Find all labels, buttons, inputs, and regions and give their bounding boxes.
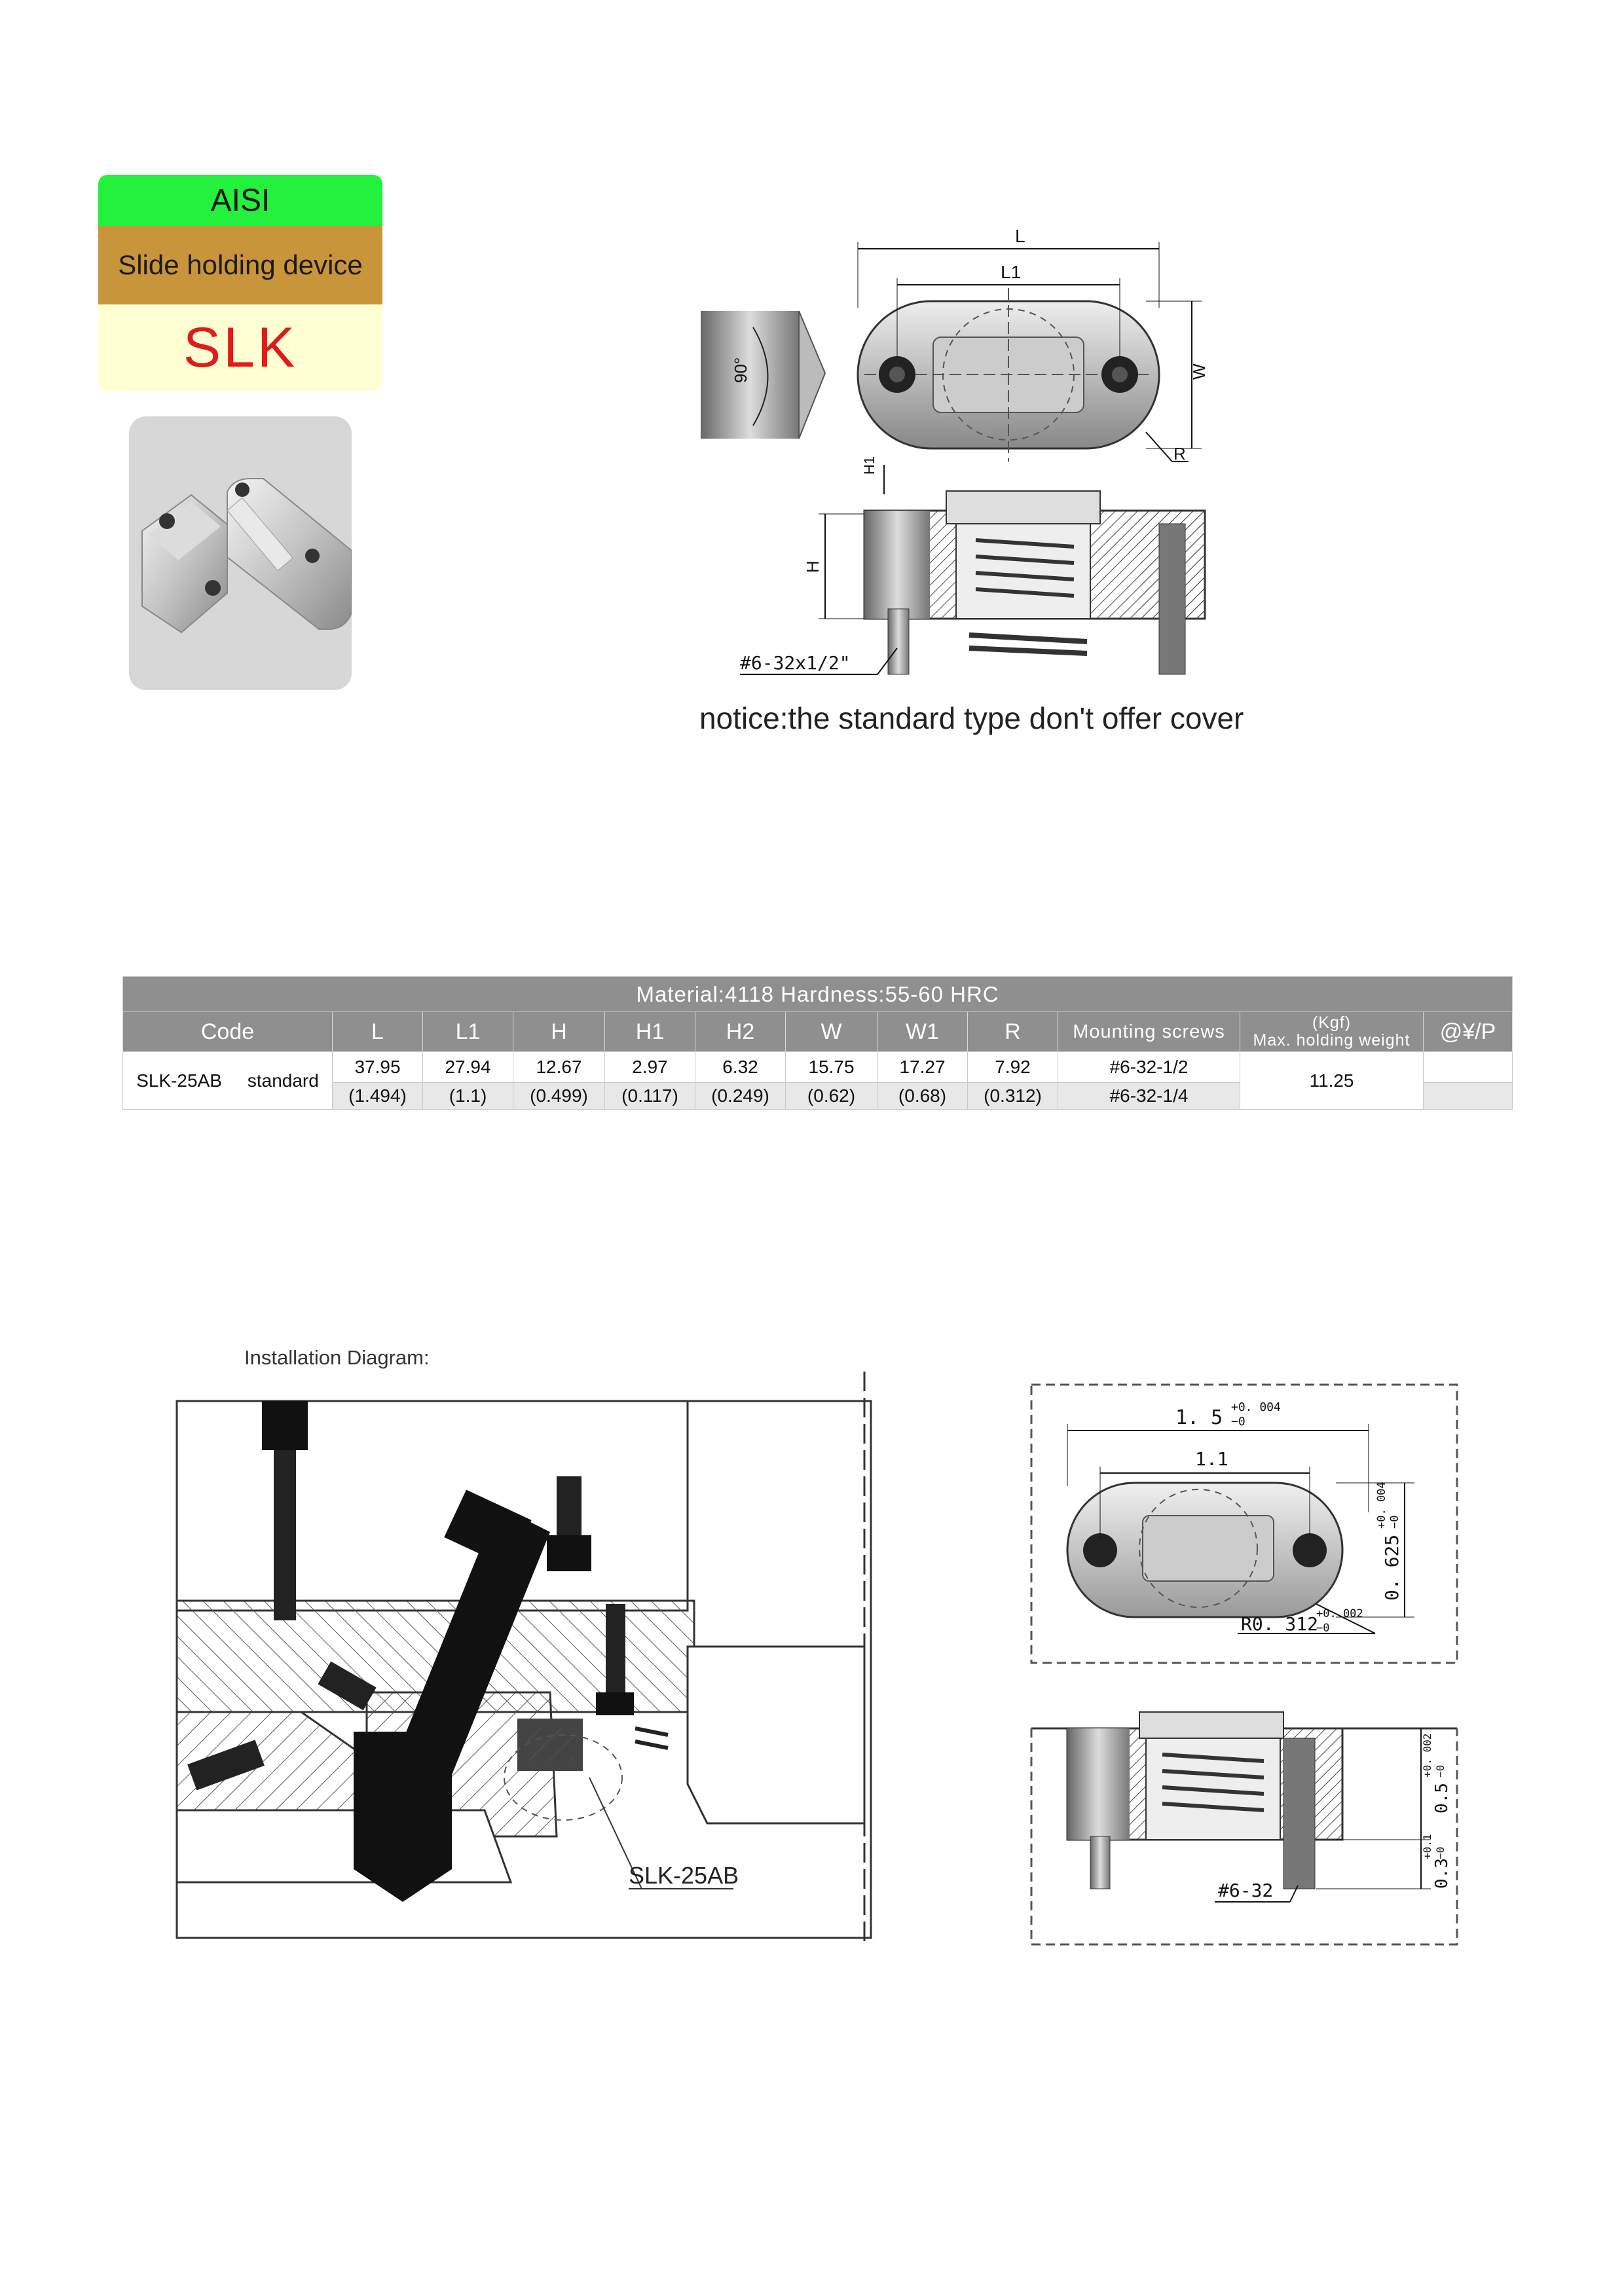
header-price: @¥/P [1422, 1011, 1513, 1052]
dim-width-tol-plus: +0. 004 [1375, 1482, 1388, 1529]
cell-L1-imperial: (1.1) [422, 1082, 513, 1110]
dim-H-label: H [803, 560, 822, 573]
spec-table: Material:4118 Hardness:55-60 HRC Code L … [122, 976, 1513, 1110]
angle-label: 90° [731, 357, 750, 383]
header-weight-label: Max. holding weight [1253, 1031, 1411, 1049]
cell-W1-imperial: (0.68) [877, 1082, 968, 1110]
header-L: L [332, 1011, 423, 1052]
product-badge: AISI Slide holding device SLK [98, 175, 382, 391]
pocket-screw-callout: #6-32 [1218, 1880, 1273, 1901]
dim-outer-tol-plus: +0. 004 [1231, 1400, 1281, 1414]
dim-radius-tol-minus: −0 [1316, 1622, 1329, 1635]
code-type: standard [247, 1070, 319, 1091]
dim-inner: 1.1 [1195, 1448, 1228, 1470]
header-R: R [967, 1011, 1058, 1052]
cell-R-imperial: (0.312) [967, 1082, 1058, 1110]
dim-depth2: 0.3 [1432, 1858, 1452, 1889]
dim-radius-tol-plus: +0. 002 [1316, 1607, 1363, 1620]
header-mounting-screws: Mounting screws [1058, 1011, 1240, 1052]
cell-H2-metric: 6.32 [695, 1051, 786, 1083]
dim-outer-tol-minus: −0 [1231, 1415, 1246, 1429]
header-code: Code [122, 1011, 333, 1052]
dim-radius: R0. 312 [1241, 1613, 1318, 1635]
cell-L1-metric: 27.94 [422, 1051, 513, 1083]
table-row-code: SLK-25AB standard [122, 1051, 333, 1110]
header-H: H [513, 1011, 605, 1052]
dim-W-label: W [1189, 363, 1209, 380]
pocket-section-drawing: 0.5 +0. 002 −0 0.3 +0.1 −0 #6-32 [1030, 1711, 1458, 1946]
cell-screws-imperial: #6-32-1/4 [1058, 1082, 1240, 1110]
dim-H1-label: H1 [861, 456, 877, 475]
pocket-plan-drawing: 1. 5 +0. 004 −0 1.1 0. 625 +0. 004 −0 R0… [1030, 1383, 1458, 1664]
cell-screws-metric: #6-32-1/2 [1058, 1051, 1240, 1083]
cell-H2-imperial: (0.249) [695, 1082, 786, 1110]
header-weight-unit: (Kgf) [1312, 1013, 1352, 1032]
cell-price-2 [1422, 1082, 1513, 1110]
dim-depth1-tol-minus: −0 [1434, 1765, 1447, 1777]
installation-title: Installation Diagram: [244, 1346, 430, 1369]
dim-width-tol-minus: −0 [1388, 1516, 1401, 1529]
dim-R-label: R [1173, 444, 1186, 464]
dim-L1-label: L1 [1001, 262, 1021, 282]
cell-price-1 [1422, 1051, 1513, 1083]
dim-depth1-tol-plus: +0. 002 [1421, 1734, 1433, 1777]
series-code: SLK [98, 304, 382, 391]
dim-width: 0. 625 [1381, 1535, 1403, 1601]
cell-R-metric: 7.92 [967, 1051, 1058, 1083]
code-value: SLK-25AB [136, 1070, 222, 1091]
cell-L-metric: 37.95 [332, 1051, 423, 1083]
cell-W1-metric: 17.27 [877, 1051, 968, 1083]
header-W1: W1 [877, 1011, 968, 1052]
cell-weight: 11.25 [1240, 1051, 1424, 1110]
dim-depth2-tol-plus: +0.1 [1421, 1834, 1433, 1859]
standard-label: AISI [98, 175, 382, 226]
cell-W-imperial: (0.62) [785, 1082, 877, 1110]
header-max-holding-weight: (Kgf) Max. holding weight [1240, 1011, 1424, 1052]
dim-depth2-tol-minus: −0 [1434, 1847, 1447, 1859]
cell-H-metric: 12.67 [513, 1051, 605, 1083]
cell-H1-imperial: (0.117) [604, 1082, 695, 1110]
material-hardness-row: Material:4118 Hardness:55-60 HRC [122, 976, 1513, 1012]
screw-callout: #6-32x1/2" [740, 652, 851, 674]
header-H2: H2 [695, 1011, 786, 1052]
dim-depth1: 0.5 [1432, 1783, 1452, 1813]
dim-outer: 1. 5 [1175, 1406, 1223, 1429]
header-H1: H1 [604, 1011, 695, 1052]
installation-diagram: SLK-25AB [175, 1372, 872, 1941]
product-photo [129, 416, 352, 690]
dim-L-label: L [1015, 226, 1025, 246]
top-technical-drawing: 90° L L1 W R H1 H #6-32x1/2" [701, 226, 1209, 675]
cell-H1-metric: 2.97 [604, 1051, 695, 1083]
cell-H-imperial: (0.499) [513, 1082, 605, 1110]
product-name: Slide holding device [98, 226, 382, 304]
cell-W-metric: 15.75 [785, 1051, 877, 1083]
notice-text: notice:the standard type don't offer cov… [699, 701, 1244, 735]
installation-part-label: SLK-25AB [629, 1862, 739, 1889]
cell-L-imperial: (1.494) [332, 1082, 423, 1110]
header-W: W [785, 1011, 877, 1052]
header-L1: L1 [422, 1011, 513, 1052]
